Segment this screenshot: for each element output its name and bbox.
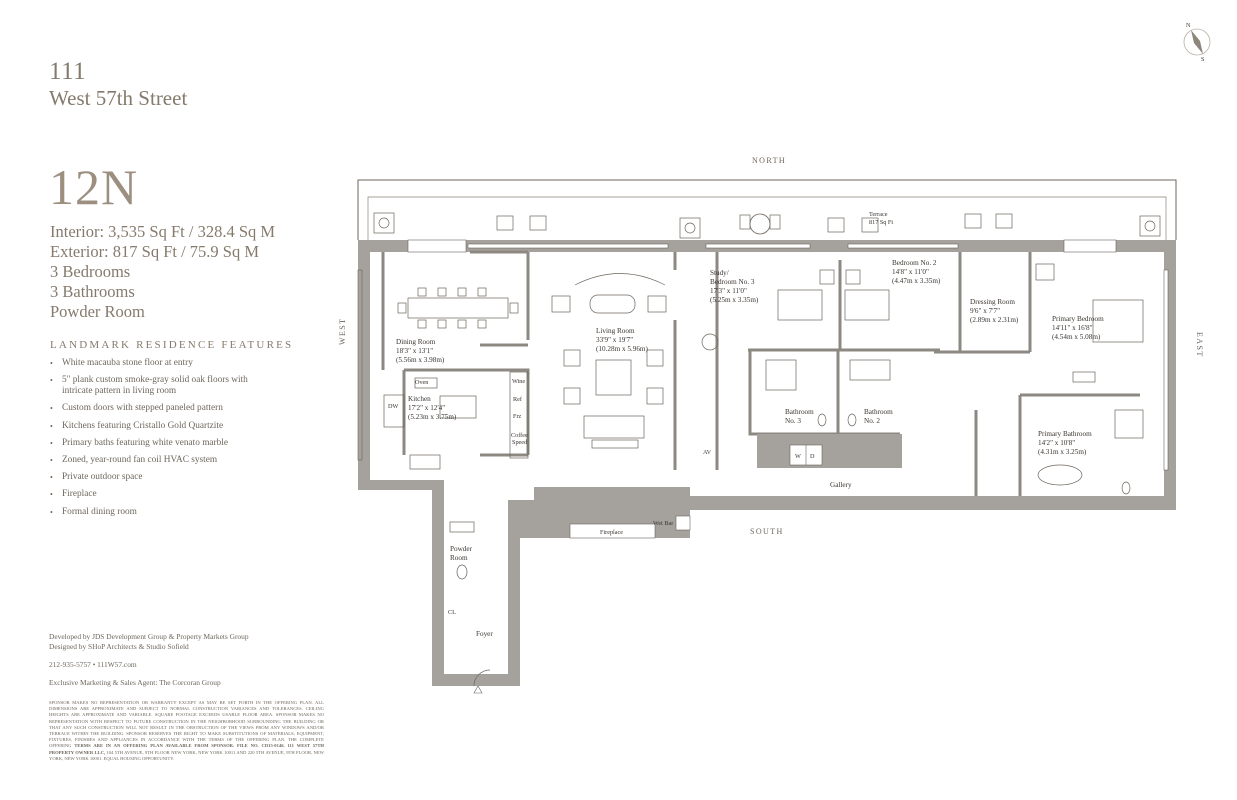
brand-number: 111 xyxy=(49,58,87,85)
exterior-area: Exterior: 817 Sq Ft / 75.9 Sq M xyxy=(50,242,260,261)
study-imperial: 17'3" x 11'0" xyxy=(710,287,747,295)
powder-name1: Powder xyxy=(450,545,473,553)
bath3-name2: No. 3 xyxy=(785,417,801,425)
fireplace-label: Fireplace xyxy=(600,529,623,536)
east-label: EAST xyxy=(1195,332,1204,358)
bed2-imperial: 14'8" x 11'0" xyxy=(892,268,929,276)
frz-label: Frz xyxy=(513,413,522,420)
unit-number: 12N xyxy=(49,159,139,215)
bathroom-count: 3 Bathrooms xyxy=(50,282,135,301)
designer-credit: Designed by SHoP Architects & Studio Sof… xyxy=(49,642,189,651)
closet-label: CL xyxy=(448,609,456,616)
wetbar-label: Wet Bar xyxy=(653,520,673,527)
primary-bath-metric: (4.31m x 3.25m) xyxy=(1038,448,1087,456)
dining-table xyxy=(397,287,519,329)
feature-item: Kitchens featuring Cristallo Gold Quartz… xyxy=(50,421,280,432)
dining-metric: (5.56m x 3.98m) xyxy=(396,356,445,364)
kitchen-imperial: 17'2" x 12'4" xyxy=(408,404,445,412)
service-core xyxy=(757,434,902,468)
feature-item: 5" plank custom smoke-gray solid oak flo… xyxy=(50,375,280,397)
powder-room: Powder Room xyxy=(50,302,145,321)
legal-address: 104 5TH AVENUE, 9TH FLOOR NEW YORK, NEW … xyxy=(49,749,324,761)
dryer-label: D xyxy=(810,453,815,460)
terrace-size: 817 Sq Ft xyxy=(869,219,893,226)
legal-terms: TERMS ARE IN AN OFFERING PLAN AVAILABLE … xyxy=(49,743,324,755)
features-title: LANDMARK RESIDENCE FEATURES xyxy=(50,339,294,351)
agent-credit: Exclusive Marketing & Sales Agent: The C… xyxy=(49,678,221,687)
feature-item: White macauba stone floor at entry xyxy=(50,358,280,369)
primary-bath-name: Primary Bathroom xyxy=(1038,430,1092,438)
unit-stats: Interior: 3,535 Sq Ft / 328.4 Sq M Exter… xyxy=(50,222,275,322)
feature-item: Private outdoor space xyxy=(50,472,280,483)
primary-metric: (4.54m x 5.08m) xyxy=(1052,333,1101,341)
washer-label: W xyxy=(795,453,801,460)
wetbar xyxy=(675,515,691,531)
north-label: NORTH xyxy=(752,156,786,165)
dw-label: DW xyxy=(388,403,398,410)
legal-disclaimer: SPONSOR MAKES NO REPRESENTATION OR WARRA… xyxy=(49,700,324,762)
oven-label: Oven xyxy=(415,379,428,386)
coffee-label1: Coffee xyxy=(511,432,528,439)
bed2-metric: (4.47m x 3.35m) xyxy=(892,277,941,285)
bedroom-count: 3 Bedrooms xyxy=(50,262,131,281)
living-metric: (10.28m x 5.96m) xyxy=(596,345,649,353)
entry-marker-icon xyxy=(473,685,483,694)
feature-item: Zoned, year-round fan coil HVAC system xyxy=(50,455,280,466)
ref-label: Ref xyxy=(513,396,523,403)
north-windows xyxy=(357,239,1169,471)
study-metric: (5.25m x 3.35m) xyxy=(710,296,759,304)
av-label: AV xyxy=(703,449,712,456)
feature-item: Custom doors with stepped paneled patter… xyxy=(50,403,280,414)
terrace xyxy=(357,179,1177,240)
powder-name2: Room xyxy=(450,554,468,562)
dressing-name: Dressing Room xyxy=(970,298,1015,306)
wine-label: Wine xyxy=(512,378,525,385)
feature-item: Primary baths featuring white venato mar… xyxy=(50,438,280,449)
contact-info: 212-935-5757 • 111W57.com xyxy=(49,660,137,669)
terrace-name: Terrace xyxy=(869,211,888,218)
dining-name: Dining Room xyxy=(396,338,436,346)
bath2-name1: Bathroom xyxy=(864,408,893,416)
credits: Developed by JDS Development Group & Pro… xyxy=(49,632,299,688)
kitchen-name: Kitchen xyxy=(408,395,431,403)
bed2-name: Bedroom No. 2 xyxy=(892,259,937,267)
coffee-label2: Speed xyxy=(512,439,528,446)
compass-north-label: N xyxy=(1186,22,1191,29)
study-name2: Bedroom No. 3 xyxy=(710,278,755,286)
dressing-imperial: 9'6" x 7'7" xyxy=(970,307,1000,315)
dining-imperial: 18'3" x 13'1" xyxy=(396,347,433,355)
kitchen-cabinets xyxy=(383,371,529,470)
interior-area: Interior: 3,535 Sq Ft / 328.4 Sq M xyxy=(50,222,276,241)
study-name1: Study/ xyxy=(710,269,729,277)
brand-street: West 57th Street xyxy=(49,86,188,110)
west-label: WEST xyxy=(338,318,347,345)
compass-icon: N S xyxy=(1183,22,1211,63)
developer-credit: Developed by JDS Development Group & Pro… xyxy=(49,632,249,641)
feature-item: Fireplace xyxy=(50,489,280,500)
entry-door xyxy=(473,669,491,687)
primary-imperial: 14'11" x 16'8" xyxy=(1052,324,1093,332)
compass-south-label: S xyxy=(1201,56,1205,63)
bath-fixtures xyxy=(449,333,1144,580)
foyer-label: Foyer xyxy=(476,630,493,638)
south-label: SOUTH xyxy=(750,527,784,536)
primary-name: Primary Bedroom xyxy=(1052,315,1104,323)
exterior-walls xyxy=(358,240,1176,686)
living-imperial: 33'9" x 19'7" xyxy=(596,336,633,344)
bedroom-furniture xyxy=(777,263,1144,383)
kitchen-metric: (5.23m x 3.75m) xyxy=(408,413,457,421)
dressing-metric: (2.89m x 2.31m) xyxy=(970,316,1019,324)
features-list: White macauba stone floor at entry 5" pl… xyxy=(50,358,280,524)
bath2-name2: No. 2 xyxy=(864,417,880,425)
living-name: Living Room xyxy=(596,327,635,335)
bath3-name1: Bathroom xyxy=(785,408,814,416)
living-furniture xyxy=(551,273,667,449)
feature-item: Formal dining room xyxy=(50,507,280,518)
fireplace xyxy=(569,523,656,539)
legal-eho: EQUAL HOUSING OPPORTUNITY. xyxy=(103,755,175,761)
legal-body: SPONSOR MAKES NO REPRESENTATION OR WARRA… xyxy=(49,700,324,749)
primary-bath-imperial: 14'2" x 10'8" xyxy=(1038,439,1075,447)
gallery-label: Gallery xyxy=(830,481,852,489)
